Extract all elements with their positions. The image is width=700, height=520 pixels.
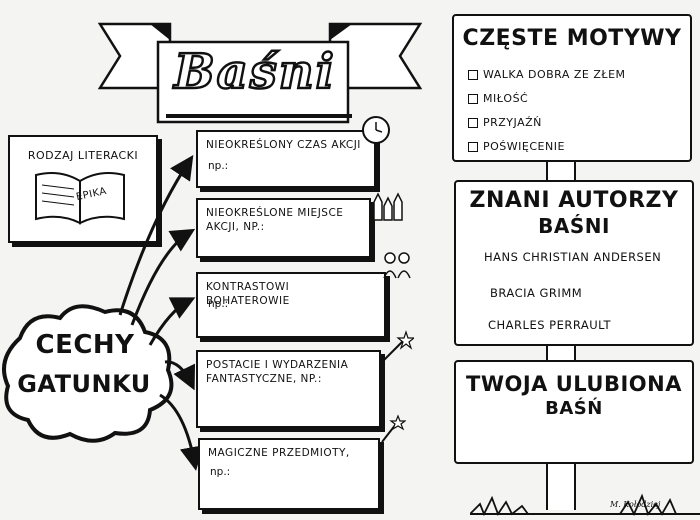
motifs-board: CZĘSTE MOTYWY WALKA DOBRA ZE ZŁEM MIŁOŚĆ…: [452, 14, 692, 162]
castle-icon: [373, 192, 403, 221]
clock-icon: [362, 116, 390, 144]
motif-item: WALKA DOBRA ZE ZŁEM: [468, 68, 626, 81]
feature-box-fantastic: POSTACIE I WYDARZENIA FANTASTYCZNE, np.:: [196, 350, 381, 428]
motif-item: MIŁOŚĆ: [468, 92, 528, 105]
feature-np-objects: np.:: [210, 466, 231, 478]
book-icon: [35, 172, 125, 225]
page-title: Baśni: [173, 43, 336, 102]
motif-label: PRZYJAŹŃ: [483, 116, 542, 129]
genre-label: RODZAJ LITERACKI: [27, 149, 139, 162]
signature: M. Kołodziej: [610, 500, 661, 509]
cloud-line-1: CECHY: [35, 330, 135, 360]
checkbox-icon: [468, 141, 478, 152]
favorite-title-line-2: BAŚŃ: [545, 398, 603, 419]
feature-label-fantastic: POSTACIE I WYDARZENIA FANTASTYCZNE, np.:: [206, 359, 349, 385]
feature-box-place: NIEOKREŚLONE MIEJSCE AKCJI, np.:: [196, 198, 371, 258]
authors-title-line-2: BAŚNI: [538, 214, 610, 238]
authors-title-line-1: ZNANI AUTORZY: [469, 188, 679, 213]
author-item: HANS CHRISTIAN ANDERSEN: [484, 250, 662, 264]
feature-np-heroes: np.:: [208, 298, 229, 310]
cloud-shape: [2, 304, 174, 443]
motif-label: WALKA DOBRA ZE ZŁEM: [483, 68, 626, 81]
authors-board: ZNANI AUTORZY BAŚNI HANS CHRISTIAN ANDER…: [454, 180, 694, 346]
people-icon: [383, 252, 411, 279]
magic-wand-icon: [381, 330, 414, 363]
feature-label-heroes: KONTRASTOWI BOHATEROWIE: [206, 281, 290, 307]
cloud-line-2: GATUNKU: [17, 370, 151, 398]
motif-item: PRZYJAŹŃ: [468, 116, 542, 129]
checkbox-icon: [468, 117, 478, 128]
feature-label-objects: MAGICZNE PRZEDMIOTY,: [208, 447, 350, 459]
feature-np-time: np.:: [208, 160, 229, 172]
favorite-board: TWOJA ULUBIONA BAŚŃ: [454, 360, 694, 464]
motif-label: POŚWIĘCENIE: [483, 140, 565, 153]
favorite-title-line-1: TWOJA ULUBIONA: [466, 372, 682, 396]
author-item: CHARLES PERRAULT: [488, 318, 612, 332]
genre-box: RODZAJ LITERACKI EPIKA: [8, 135, 158, 243]
feature-box-time: NIEOKREŚLONY CZAS AKCJI np.:: [196, 130, 376, 188]
sparkle-wand-icon: [381, 414, 406, 443]
feature-label-place: NIEOKREŚLONE MIEJSCE AKCJI, np.:: [206, 207, 344, 233]
checkbox-icon: [468, 69, 478, 80]
author-item: BRACIA GRIMM: [490, 286, 583, 300]
grass: [470, 493, 700, 516]
motifs-title: CZĘSTE MOTYWY: [462, 26, 682, 51]
feature-label-time: NIEOKREŚLONY CZAS AKCJI: [206, 139, 361, 151]
title-ribbon: [97, 22, 423, 124]
feature-box-heroes: KONTRASTOWI BOHATEROWIE np.:: [196, 272, 386, 338]
motif-item: POŚWIĘCENIE: [468, 140, 565, 153]
checkbox-icon: [468, 93, 478, 104]
motif-label: MIŁOŚĆ: [483, 92, 529, 105]
feature-box-objects: MAGICZNE PRZEDMIOTY, np.:: [198, 438, 380, 510]
